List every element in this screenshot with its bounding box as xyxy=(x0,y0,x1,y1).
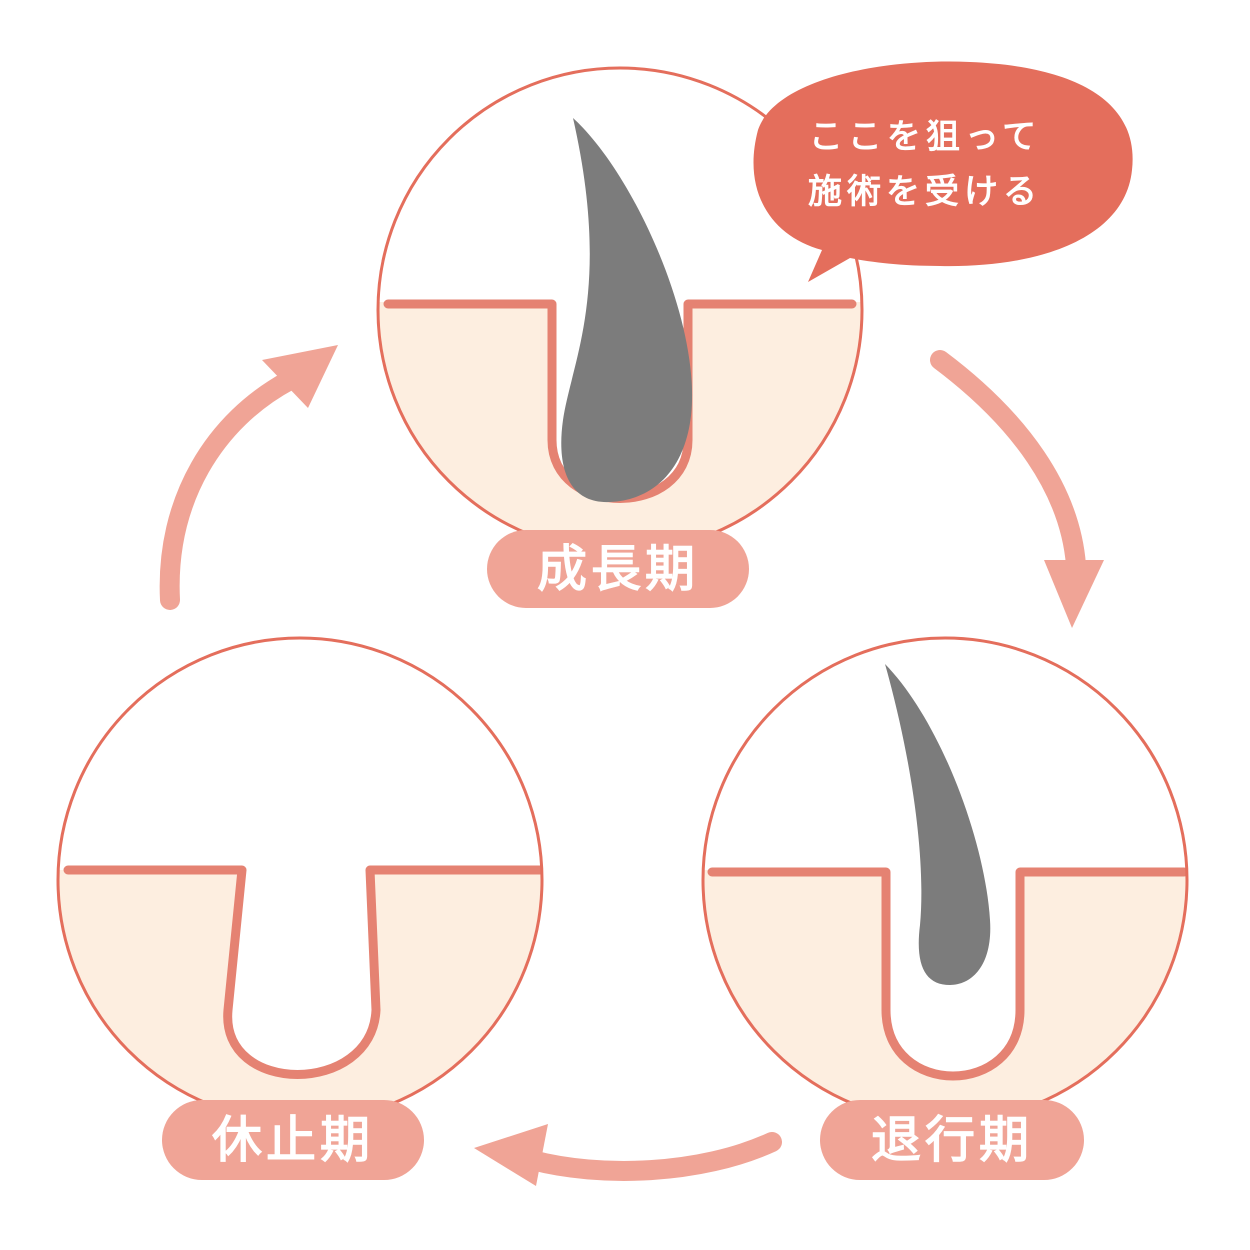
callout-bubble: ここを狙って 施術を受ける xyxy=(753,61,1133,282)
skin-layer xyxy=(58,870,542,1122)
skin-surface-line xyxy=(63,865,542,1079)
label-growth: 成長期 xyxy=(487,530,749,608)
curved-arrow-icon xyxy=(930,350,1104,628)
skin-layer xyxy=(703,870,1187,1122)
label-regression: 退行期 xyxy=(820,1100,1084,1180)
callout-line-2: 施術を受ける xyxy=(808,172,1042,212)
callout-line-1: ここを狙って xyxy=(809,117,1041,157)
skin-surface-line xyxy=(707,867,1187,1081)
stage-regression xyxy=(701,636,1189,1124)
curved-arrow-icon xyxy=(159,345,338,610)
cycle-arrows xyxy=(159,345,1104,1186)
stage-label-regression: 退行期 xyxy=(871,1111,1033,1169)
label-rest: 休止期 xyxy=(162,1100,424,1180)
stage-rest xyxy=(56,636,544,1124)
skin-layer xyxy=(378,302,862,552)
stage-label-growth: 成長期 xyxy=(537,540,699,598)
hair-icon xyxy=(561,118,693,503)
hair-icon xyxy=(885,664,991,985)
stage-label-rest: 休止期 xyxy=(211,1111,374,1169)
curved-arrow-icon xyxy=(474,1124,782,1186)
